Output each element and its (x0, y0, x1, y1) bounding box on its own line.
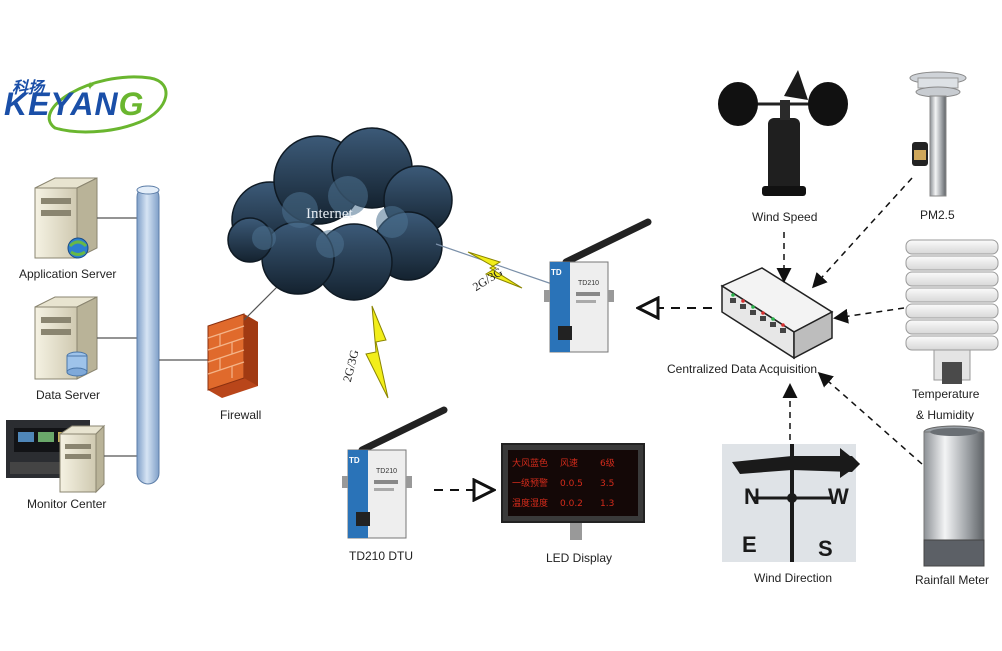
wireless-bolt-left (365, 305, 389, 399)
label-application-server: Application Server (19, 267, 117, 281)
dtu-model-text: TD210 (376, 468, 398, 475)
led-text-r1-c2: 风速 (560, 458, 578, 469)
data-acquisition-box-icon (720, 267, 834, 360)
gateway-model-text: TD210 (578, 280, 600, 287)
label-rainfall-meter: Rainfall Meter (915, 573, 990, 587)
wind-speed-sensor-icon (718, 70, 848, 196)
logo-text-tail: G (118, 86, 145, 122)
label-humidity: & Humidity (916, 408, 975, 422)
compass-letter-w: W (828, 484, 849, 509)
logo-text-main: KEYAN (4, 86, 119, 122)
arrow-rainfall (817, 372, 923, 465)
label-wind-direction: Wind Direction (754, 571, 833, 585)
logo-text: KEYANG (4, 86, 145, 123)
led-text-r3-c1: 温度湿度 (512, 497, 548, 509)
compass-letter-e: E (742, 532, 757, 557)
monitor-center-icon (6, 420, 106, 494)
led-text-r1-c3: 6级 (600, 457, 615, 469)
logo-swoosh: ✦ (47, 75, 168, 134)
wireless-bolt-top (467, 251, 523, 289)
arrow-temperature (833, 307, 905, 324)
data-server-icon (34, 296, 98, 380)
compass-letter-s: S (818, 536, 833, 561)
rainfall-meter-icon (923, 425, 985, 567)
wind-direction-sensor-icon: N W S E (722, 444, 860, 562)
pm25-sensor-icon (909, 71, 967, 197)
label-monitor-center: Monitor Center (27, 497, 107, 511)
label-led-display: LED Display (546, 551, 613, 565)
application-server-icon (34, 177, 98, 259)
arrow-pm25 (811, 177, 913, 289)
led-text-r3-c3: 1.3 (600, 499, 614, 509)
led-text-r2-c2: 0.0.5 (560, 479, 583, 489)
led-text-r2-c3: 3.5 (600, 479, 614, 489)
temperature-humidity-sensor-icon (905, 239, 999, 384)
internet-cloud-icon (227, 127, 453, 301)
gateway-brand-text: TD (551, 268, 562, 277)
label-dtu: TD210 DTU (349, 549, 414, 563)
label-data-server: Data Server (36, 388, 101, 402)
led-text-r2-c1: 一级预警 (512, 477, 548, 489)
label-internet: Internet (306, 206, 353, 222)
label-pm25: PM2.5 (920, 208, 955, 222)
network-bus-pipe (136, 185, 160, 485)
compass-letter-n: N (744, 484, 760, 509)
link-firewall-to-cloud (243, 281, 283, 321)
label-firewall: Firewall (220, 408, 262, 422)
label-wind-speed: Wind Speed (752, 210, 818, 224)
label-data-acquisition: Centralized Data Acquisition (667, 362, 818, 376)
firewall-icon (207, 313, 258, 398)
led-text-r1-c1: 大风蓝色 (512, 457, 548, 469)
gateway-dtu-icon (544, 218, 652, 353)
led-text-r3-c2: 0.0.2 (560, 499, 583, 509)
td210-dtu-icon (342, 406, 448, 539)
label-temperature: Temperature (912, 387, 980, 401)
dtu-brand-text: TD (349, 456, 360, 465)
logo-chinese-text: 科扬 (12, 78, 45, 97)
svg-text:✦: ✦ (85, 79, 95, 93)
